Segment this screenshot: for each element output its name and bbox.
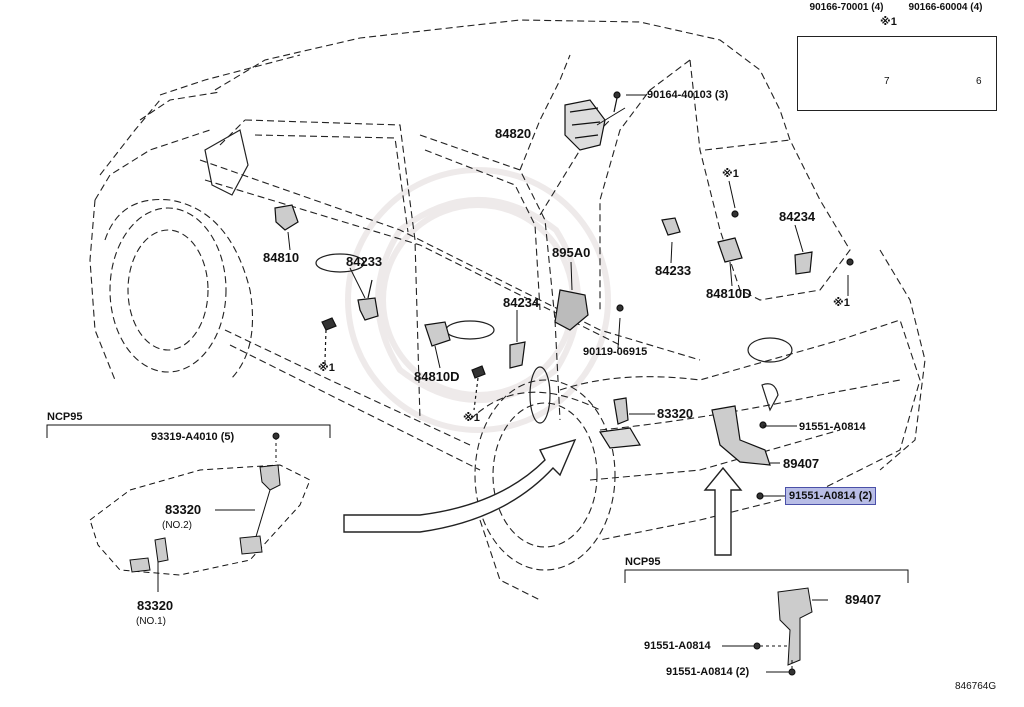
car-outline (89, 19, 926, 601)
part-895A0 (554, 289, 589, 331)
label-84233-rear[interactable]: 84233 (655, 263, 692, 278)
inset-left-title: NCP95 (47, 411, 83, 423)
label-no1: (NO.1) (136, 616, 166, 627)
part-84234-mid (509, 341, 526, 369)
label-89407-inset[interactable]: 89407 (845, 592, 882, 607)
leader-lines (287, 94, 849, 497)
note-box-mark: ※1 (880, 16, 897, 28)
label-84810D-mid[interactable]: 84810D (414, 369, 460, 384)
note-box-dim-2: 6 (976, 76, 982, 87)
label-91551-A0814-main[interactable]: 91551-A0814 (799, 421, 866, 433)
arrow-to-inset-left (343, 438, 577, 533)
label-84810D-rear[interactable]: 84810D (706, 286, 752, 301)
label-no2: (NO.2) (162, 520, 192, 531)
label-83320-no1[interactable]: 83320 (137, 598, 174, 613)
diagram-code: 846764G (955, 681, 997, 692)
label-91551-A0814-inset[interactable]: 91551-A0814 (644, 640, 711, 652)
inset-right-title: NCP95 (625, 556, 661, 568)
part-84234-rear (794, 251, 813, 275)
part-83320-main (613, 397, 629, 425)
mark-rear-bolt: ※1 (833, 297, 850, 309)
part-84233-front (357, 297, 379, 321)
note-box (797, 36, 997, 111)
part-84810D-rear (717, 237, 743, 263)
inset-right (624, 569, 909, 676)
part-84810 (274, 204, 299, 231)
part-84820-switch (564, 99, 606, 151)
label-84820[interactable]: 84820 (495, 126, 532, 141)
note-box-dim-1: 7 (884, 76, 890, 87)
label-84234-rear[interactable]: 84234 (779, 209, 816, 224)
label-89407-main[interactable]: 89407 (783, 456, 820, 471)
label-83320-no2[interactable]: 83320 (165, 502, 202, 517)
arrow-to-inset-right (703, 466, 743, 556)
label-84810[interactable]: 84810 (263, 250, 300, 265)
label-895A0[interactable]: 895A0 (552, 245, 591, 260)
label-84234-mid[interactable]: 84234 (503, 295, 540, 310)
label-90164-40103[interactable]: 90164-40103 (3) (647, 89, 729, 101)
note-box-part-2[interactable]: 90166-60004 (4) (908, 2, 983, 13)
label-84233-front[interactable]: 84233 (346, 254, 383, 269)
inset-left (46, 424, 331, 592)
label-91551-A0814-2-inset[interactable]: 91551-A0814 (2) (666, 666, 750, 678)
mark-lower-bolt: ※1 (463, 412, 480, 424)
parts (274, 91, 854, 500)
part-89407-main (711, 405, 771, 466)
mark-door-bolt: ※1 (318, 362, 335, 374)
part-84810D-mid (424, 321, 451, 347)
part-84233-rear (661, 217, 681, 236)
note-box-part-1[interactable]: 90166-70001 (4) (809, 2, 884, 13)
car-details (204, 129, 793, 424)
label-83320-main[interactable]: 83320 (657, 406, 694, 421)
label-91551-A0814-2-highlighted[interactable]: 91551-A0814 (2) (784, 487, 877, 505)
mark-upper-right: ※1 (722, 168, 739, 180)
label-90119-06915[interactable]: 90119-06915 (583, 346, 648, 358)
label-93319-A4010[interactable]: 93319-A4010 (5) (151, 431, 235, 443)
